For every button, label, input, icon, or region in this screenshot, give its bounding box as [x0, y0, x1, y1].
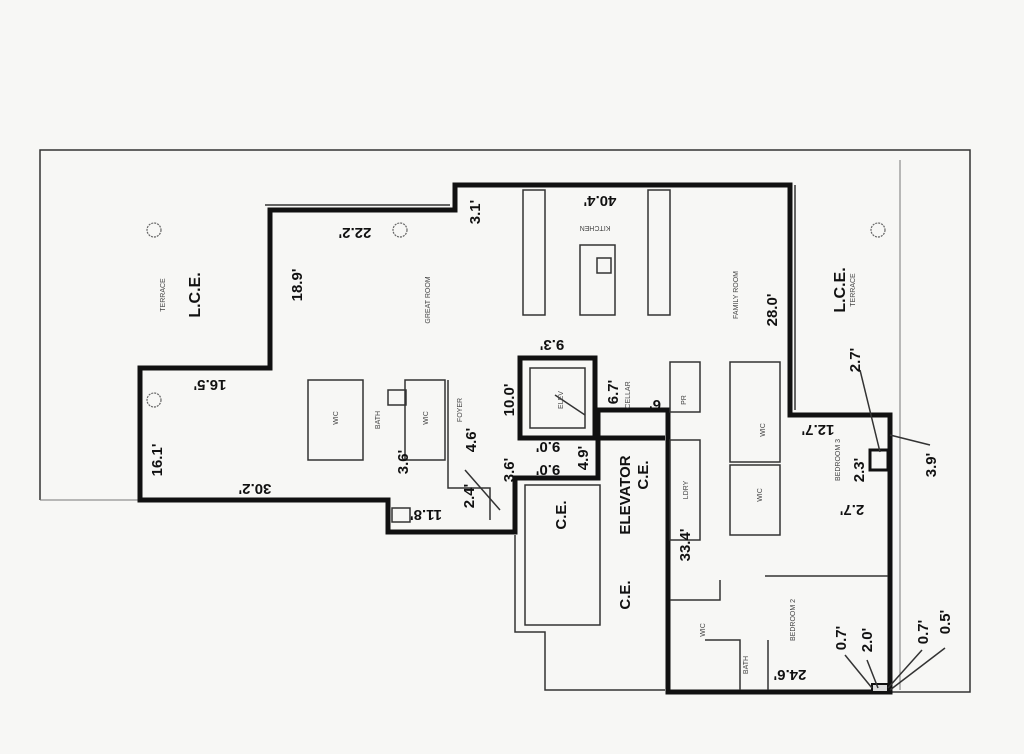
kitchen-sink: [596, 257, 612, 274]
bath-wall: [670, 580, 721, 601]
leader-line: [866, 659, 879, 689]
dimension-label: 11.8': [410, 506, 442, 523]
dimension-label: 2.7': [847, 348, 864, 372]
room-label: GREAT ROOM: [425, 276, 432, 323]
wic-left: [307, 379, 364, 461]
dimension-label: 16.1': [149, 444, 166, 477]
dimension-label: 40.4': [584, 192, 617, 209]
dimension-label: 3.9': [923, 453, 940, 477]
leader-line: [859, 369, 881, 453]
room-label: ELEV: [558, 391, 565, 409]
wic-wall: [705, 639, 741, 690]
kitchen-island: [579, 244, 616, 316]
dimension-label: 10.0': [501, 384, 518, 417]
room-label: CELLAR: [625, 381, 632, 408]
terrace-sub: TERRACE: [160, 278, 167, 312]
dimension-label: 2.4': [461, 484, 478, 508]
room-label: C.E.: [635, 460, 652, 489]
dimension-label: 24.6': [774, 666, 807, 683]
column-box-bottom: [871, 683, 889, 693]
wic-bedroom3-b: [729, 464, 781, 536]
dimension-label: 9.3': [540, 336, 564, 353]
property-boundary: [39, 149, 971, 693]
dimension-label: 2.0': [859, 628, 876, 652]
unit-exterior-wall: [137, 182, 893, 695]
room-label: C.E.: [617, 580, 634, 609]
dimension-label: 16.5': [194, 376, 227, 393]
room-label: PR: [681, 395, 688, 405]
shaft: [387, 389, 407, 406]
dimension-label: 12.7': [802, 421, 835, 438]
dimension-label: 28.0': [764, 294, 781, 327]
kitchen-counter: [647, 189, 671, 316]
leader-line: [889, 434, 931, 446]
room-label: LDRY: [683, 480, 690, 499]
leader-line: [887, 649, 923, 689]
dimension-label: 18.9': [289, 269, 306, 302]
column-icon: [146, 392, 162, 408]
room-label: ELEVATOR: [617, 455, 634, 534]
dimension-label: 30.2': [239, 480, 272, 497]
powder-room: [669, 361, 701, 413]
room-label: BEDROOM 2: [790, 599, 797, 641]
room-label: BATH: [743, 656, 750, 674]
elevator-car: [529, 367, 586, 429]
dimension-label: 3.6': [501, 458, 518, 482]
room-label: WIC: [423, 411, 430, 425]
room-label: KITCHEN: [580, 224, 611, 231]
dimension-label: 2.7': [840, 501, 864, 518]
dimension-label: 3.6': [395, 450, 412, 474]
wic-bedroom3-a: [729, 361, 781, 463]
dimension-label: 9.0': [536, 461, 560, 478]
laundry-room: [669, 439, 701, 541]
column-icon: [146, 222, 162, 238]
dimension-label: 0.7': [915, 620, 932, 644]
foyer-wall: [447, 380, 491, 520]
terrace-label: L.C.E.: [187, 272, 204, 317]
dimension-label: 0.7': [833, 626, 850, 650]
column-box: [868, 448, 890, 472]
leader-line: [844, 654, 873, 689]
dimension-label: 6.7': [605, 380, 622, 404]
dimension-label: 6': [649, 396, 661, 413]
common-element-boundary: [514, 535, 665, 691]
room-label: BATH: [375, 411, 382, 429]
dimension-label: 0.5': [937, 610, 954, 634]
room-label: C.E.: [553, 500, 570, 529]
terrace-sub: TERRACE: [850, 273, 857, 307]
dimension-label: 4.9': [575, 446, 592, 470]
room-label: FOYER: [457, 398, 464, 422]
room-label: BEDROOM 3: [835, 439, 842, 481]
dimension-label: 9.0': [536, 438, 560, 455]
column-icon: [392, 222, 408, 238]
room-label: FAMILY ROOM: [733, 271, 740, 319]
room-label: WIC: [700, 623, 707, 637]
leader-line: [889, 647, 946, 691]
common-element-area: [524, 484, 601, 626]
room-label: WIC: [760, 423, 767, 437]
terrace-label: L.C.E.: [832, 267, 849, 312]
kitchen-counter: [522, 189, 546, 316]
leader-line: [464, 469, 501, 511]
closet: [391, 507, 411, 523]
dimension-label: 2.3': [851, 458, 868, 482]
elevator-door: [554, 394, 586, 416]
room-label: WIC: [757, 488, 764, 502]
room-label: WIC: [333, 411, 340, 425]
column-icon: [870, 222, 886, 238]
elevator-shaft: [517, 355, 598, 441]
dimension-label: 4.6': [463, 428, 480, 452]
dimension-label: 33.4': [677, 529, 694, 562]
dimension-label: 3.1': [467, 200, 484, 224]
dimension-label: 22.2': [339, 224, 372, 241]
wic-right: [404, 379, 446, 461]
